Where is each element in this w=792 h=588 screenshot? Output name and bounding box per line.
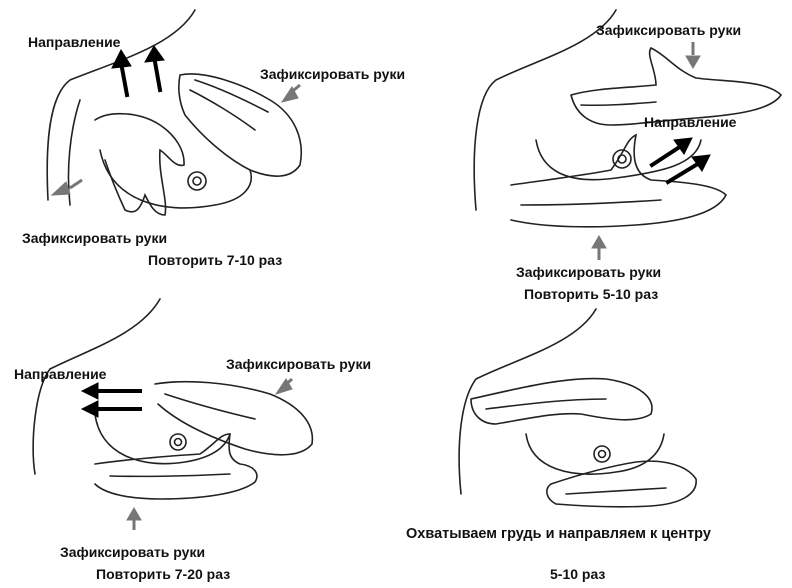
- nipple-outer: [593, 445, 611, 463]
- panel-1-illustration: [46, 9, 302, 216]
- repeat-label: 5-10 раз: [550, 566, 606, 582]
- panel-2: Зафиксировать руки Направление Зафиксиро…: [396, 0, 792, 310]
- repeat-label: Повторить 5-10 раз: [524, 286, 659, 302]
- right-hand: [178, 73, 302, 177]
- repeat-label: Повторить 7-20 раз: [96, 566, 231, 582]
- breast-outline: [525, 433, 665, 475]
- panel-3: Направление Зафиксировать руки Зафиксиро…: [0, 294, 396, 588]
- top-hand: [470, 377, 653, 425]
- nipple-inner: [192, 176, 202, 186]
- bottom-hand: [94, 433, 258, 500]
- caption: Охватываем грудь и направляем к центру: [406, 526, 711, 542]
- torso-side: [67, 99, 81, 206]
- panel-1: Направление Зафиксировать руки Зафиксиро…: [0, 0, 405, 294]
- breast-outline: [535, 139, 702, 181]
- fix-hands-label-top: Зафиксировать руки: [226, 356, 372, 372]
- fix-hands-label-bottom: Зафиксировать руки: [60, 544, 206, 560]
- bottom-hand: [510, 133, 727, 228]
- top-hand: [570, 46, 783, 126]
- direction-label: Направление: [14, 366, 107, 382]
- torso-outline: [46, 9, 196, 201]
- panel-3-illustration: [32, 298, 314, 530]
- torso-outline: [473, 9, 617, 211]
- left-hand: [94, 112, 185, 216]
- bottom-hand: [546, 460, 697, 508]
- panel-4: Охватываем грудь и направляем к центру 5…: [396, 294, 792, 588]
- nipple-inner: [173, 437, 183, 447]
- nipple-outer: [169, 433, 187, 451]
- torso-outline: [32, 298, 161, 475]
- top-hand: [154, 380, 314, 456]
- torso-outline: [458, 308, 597, 495]
- fix-hands-label-top: Зафиксировать руки: [260, 66, 406, 82]
- fix-hands-label-bottom: Зафиксировать руки: [22, 230, 168, 246]
- nipple-outer: [187, 171, 207, 191]
- breast-outline: [99, 149, 252, 209]
- breast-outline: [94, 413, 231, 465]
- nipple-outer: [612, 149, 632, 169]
- direction-label: Направление: [644, 114, 737, 130]
- repeat-label: Повторить 7-10 раз: [148, 252, 283, 268]
- direction-label: Направление: [28, 34, 121, 50]
- panel-2-illustration: [473, 9, 783, 260]
- fix-hands-label-top: Зафиксировать руки: [596, 22, 742, 38]
- panel-4-illustration: [458, 308, 697, 508]
- fix-hands-label-bottom: Зафиксировать руки: [516, 264, 662, 280]
- nipple-inner: [597, 449, 607, 459]
